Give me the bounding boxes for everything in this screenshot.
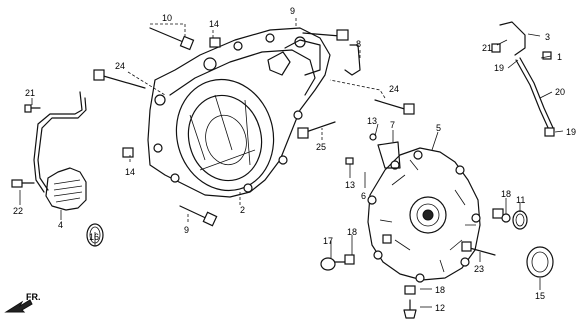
callout-15: 15: [535, 291, 545, 301]
callout-6: 6: [361, 191, 366, 201]
callout-18-left: 18: [347, 227, 357, 237]
callout-1: 1: [557, 52, 562, 62]
callout-18-right: 18: [501, 189, 511, 199]
callout-14-bottom: 14: [125, 167, 135, 177]
transmission-housing: [147, 27, 331, 198]
callout-16: 16: [89, 232, 99, 242]
callout-12: 12: [435, 303, 445, 313]
callout-24-left: 24: [115, 61, 125, 71]
leader-lines: [19, 18, 564, 308]
callout-18-bottom: 18: [435, 285, 445, 295]
callout-19-bottom: 19: [566, 127, 576, 137]
callout-19-top: 19: [494, 63, 504, 73]
callout-9-top: 9: [290, 6, 295, 16]
callout-14-top: 14: [209, 19, 219, 29]
dowel-pin: [209, 37, 221, 48]
callout-numbers: 10 14 9 8 24 24 25 14 2 9 3 21 1 19 20 1…: [13, 6, 576, 313]
transmission-cover: [367, 147, 481, 283]
callout-21-left: 21: [25, 88, 35, 98]
callout-20: 20: [555, 87, 565, 97]
dowel-pin: [122, 147, 134, 158]
callout-17: 17: [323, 236, 333, 246]
clutch-slave-cylinder: [11, 91, 104, 247]
callout-25: 25: [316, 142, 326, 152]
callout-4: 4: [58, 220, 63, 230]
callout-5: 5: [436, 123, 441, 133]
oil-seals: [501, 210, 554, 278]
callout-23: 23: [474, 264, 484, 274]
callout-13-bottom: 13: [345, 180, 355, 190]
breather-hose: [491, 21, 555, 137]
callout-10: 10: [162, 13, 172, 23]
callout-9-bottom: 9: [184, 225, 189, 235]
bolt-set: [93, 27, 504, 319]
callout-7: 7: [390, 120, 395, 130]
callout-8: 8: [356, 39, 361, 49]
callout-24-right: 24: [389, 84, 399, 94]
callout-2: 2: [240, 205, 245, 215]
callout-21-right: 21: [482, 43, 492, 53]
callout-13-top: 13: [367, 116, 377, 126]
callout-3: 3: [545, 32, 550, 42]
callout-22: 22: [13, 206, 23, 216]
front-direction-label: FR.: [26, 292, 41, 302]
front-direction-arrow: FR.: [4, 292, 41, 313]
callout-11: 11: [516, 195, 525, 205]
